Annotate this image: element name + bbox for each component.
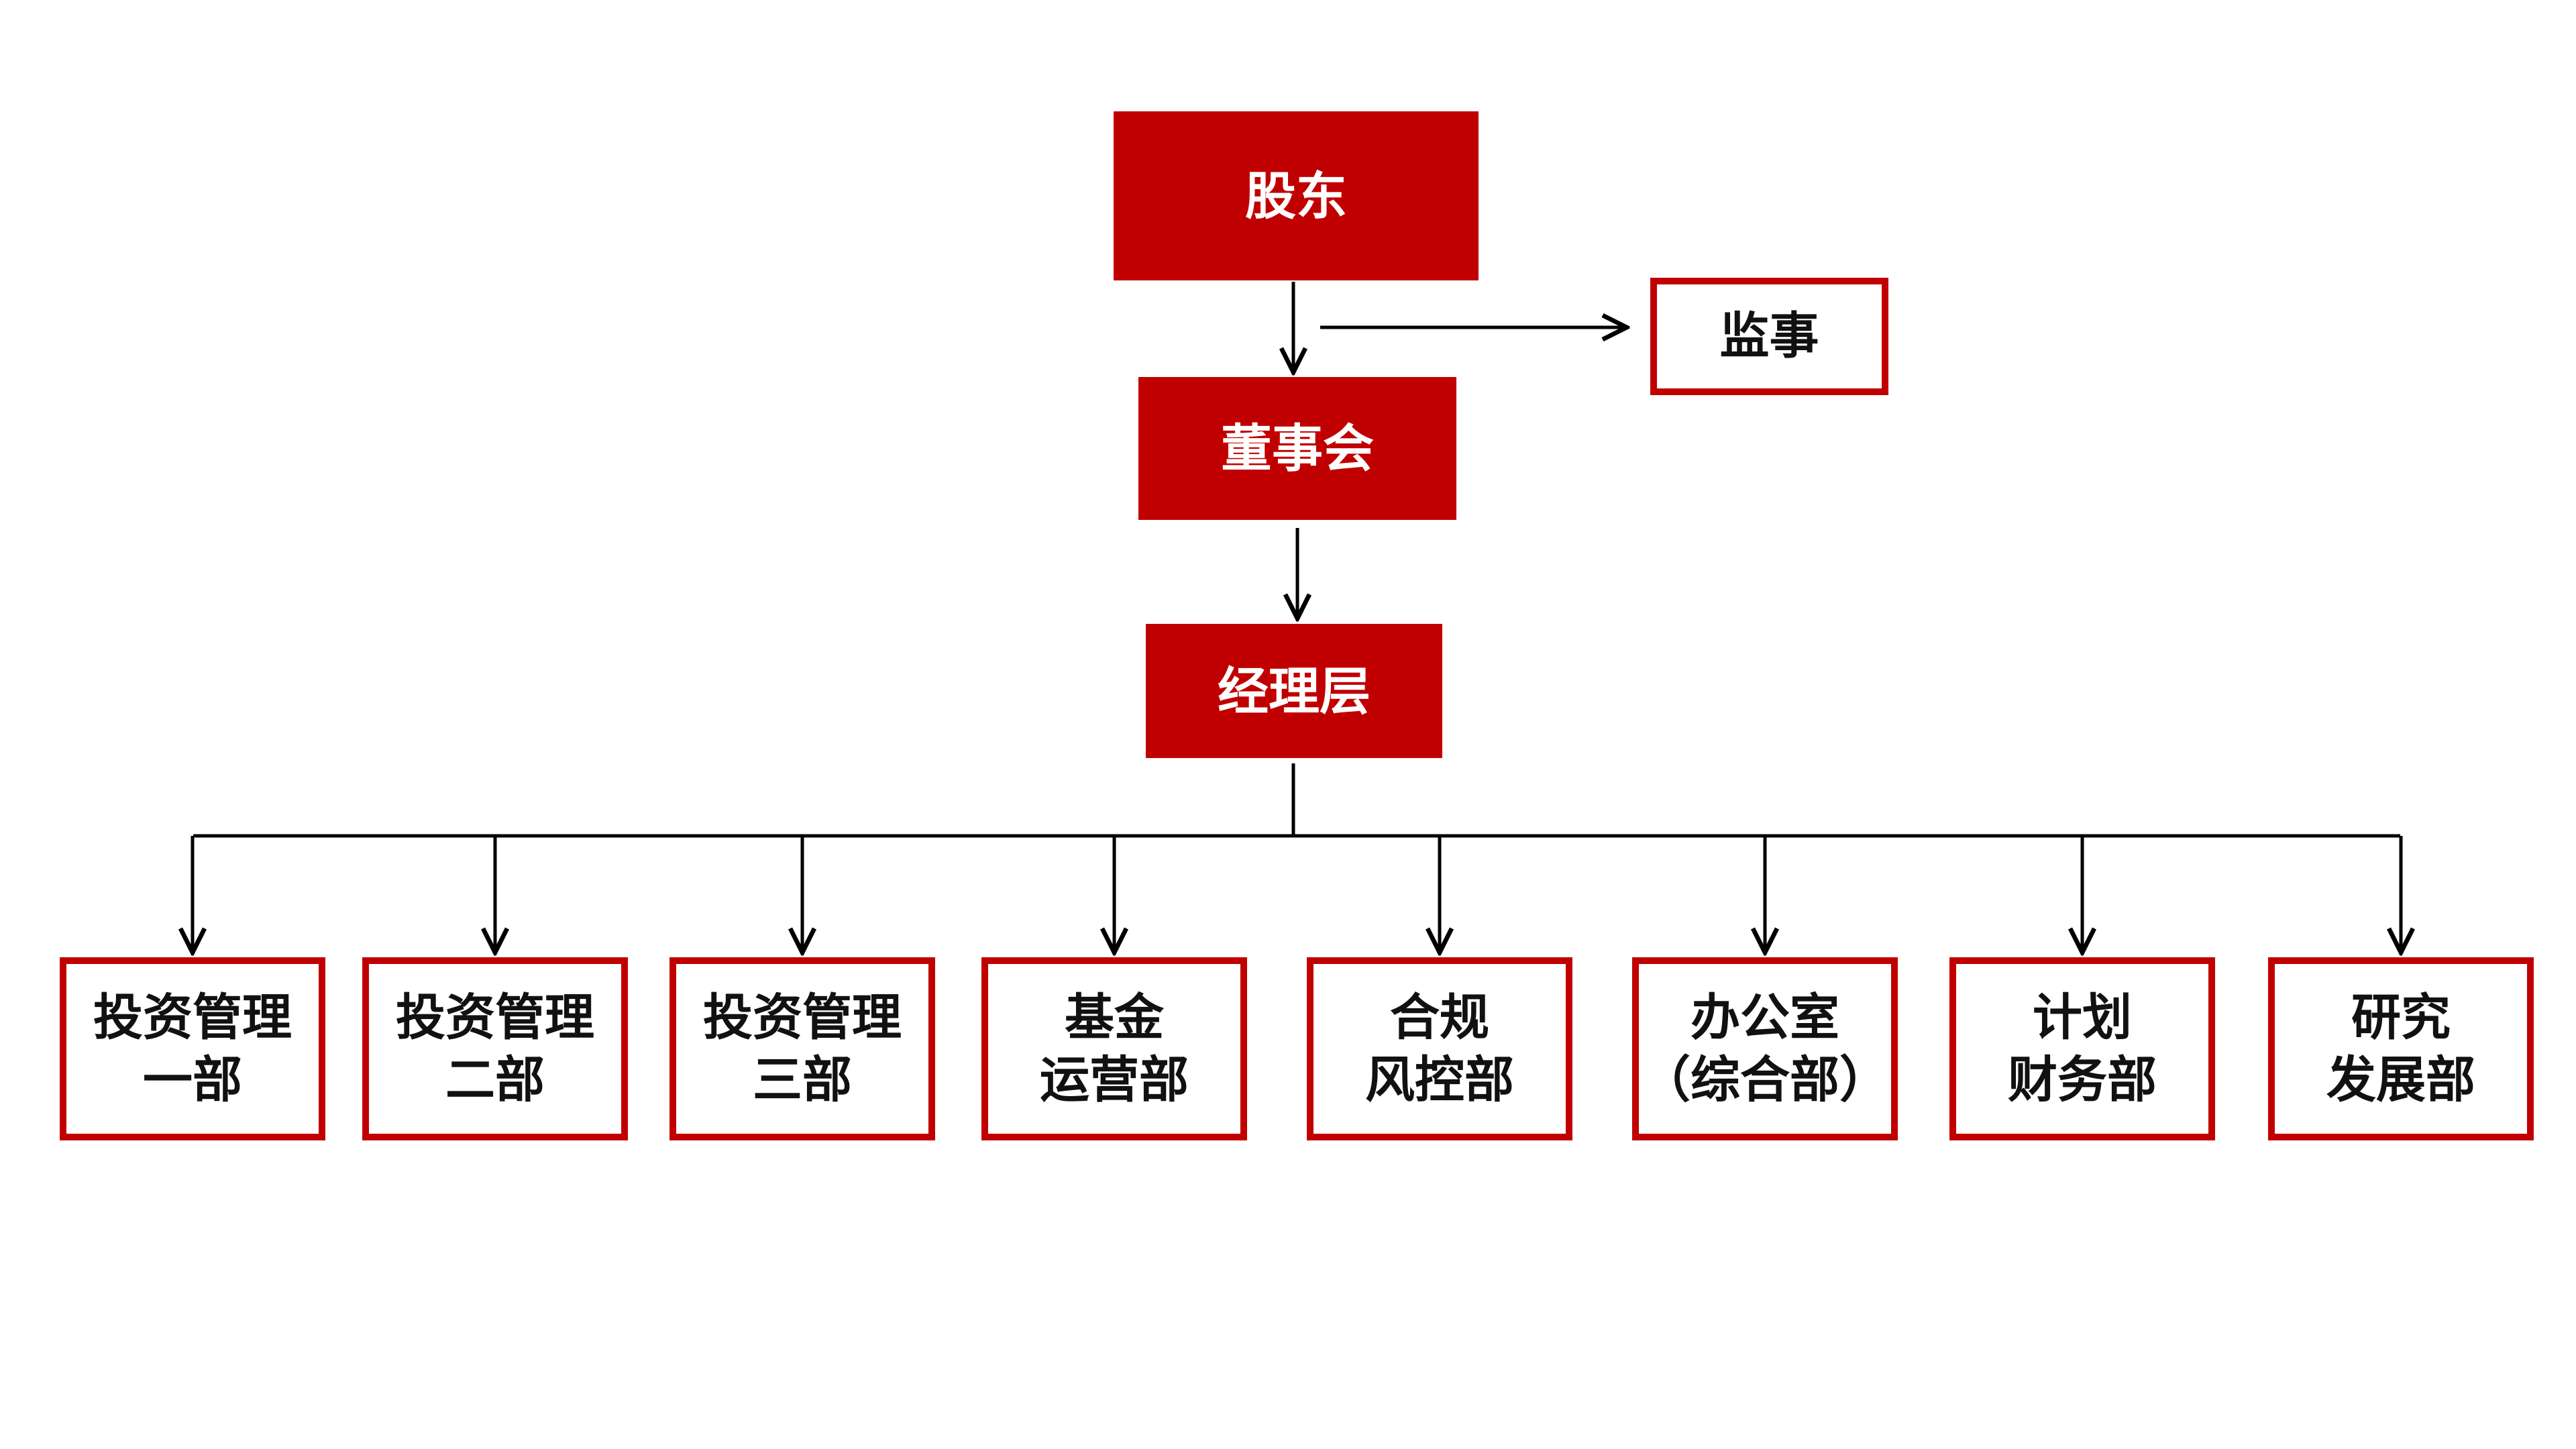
management-label: 经理层 (1218, 661, 1371, 721)
department-investment-3: 投资管理 三部 (669, 957, 935, 1140)
department-office: 办公室 （综合部） (1632, 957, 1898, 1140)
shareholders-box: 股东 (1114, 111, 1479, 280)
department-line1: 计划 (2033, 989, 2132, 1046)
department-line1: 办公室 (1690, 989, 1839, 1046)
department-investment-2: 投资管理 二部 (362, 957, 628, 1140)
department-line2: 二部 (445, 1051, 545, 1109)
department-line2: 一部 (143, 1051, 242, 1109)
department-fund-operations: 基金 运营部 (981, 957, 1247, 1140)
department-line1: 研究 (2351, 989, 2451, 1046)
department-line2: 风控部 (1365, 1051, 1514, 1109)
department-planning-finance: 计划 财务部 (1949, 957, 2215, 1140)
department-line1: 合规 (1390, 989, 1489, 1046)
department-line1: 投资管理 (396, 989, 594, 1046)
department-line1: 投资管理 (93, 989, 292, 1046)
supervisor-label: 监事 (1719, 307, 1819, 366)
department-research-development: 研究 发展部 (2268, 957, 2534, 1140)
board-label: 董事会 (1221, 419, 1374, 478)
department-line2: （综合部） (1641, 1051, 1889, 1109)
department-line2: 财务部 (2008, 1051, 2157, 1109)
department-line2: 三部 (753, 1051, 852, 1109)
department-line1: 基金 (1065, 989, 1164, 1046)
supervisor-box: 监事 (1650, 278, 1888, 395)
board-box: 董事会 (1138, 377, 1456, 520)
department-line2: 发展部 (2326, 1051, 2475, 1109)
department-compliance-risk: 合规 风控部 (1307, 957, 1572, 1140)
department-line2: 运营部 (1040, 1051, 1189, 1109)
department-line1: 投资管理 (703, 989, 902, 1046)
department-investment-1: 投资管理 一部 (60, 957, 325, 1140)
shareholders-label: 股东 (1245, 166, 1347, 226)
management-box: 经理层 (1146, 624, 1442, 758)
